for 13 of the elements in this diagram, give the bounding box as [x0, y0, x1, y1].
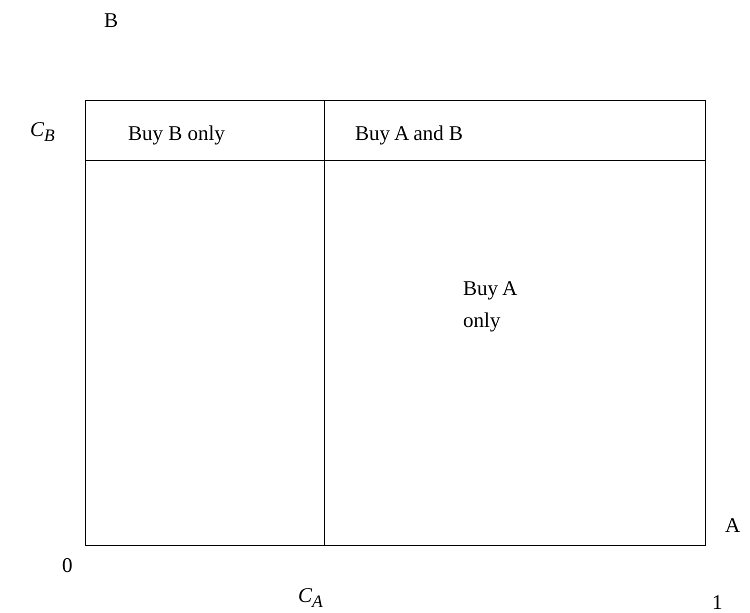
- region-label: Buy B only: [128, 120, 226, 147]
- threshold-label: C$_{B}$: [30, 117, 55, 146]
- region-label: Buy A only: [463, 275, 518, 334]
- region-box: [324, 100, 706, 161]
- region-label: Buy A and B: [355, 120, 464, 147]
- region-box: [85, 160, 325, 546]
- tick-label: 1: [712, 590, 722, 613]
- axis-label: B: [104, 8, 118, 33]
- threshold-label: C$_{A}$: [298, 583, 323, 612]
- axis-label: A: [725, 513, 740, 538]
- region-box: [85, 100, 325, 161]
- region-box: [324, 160, 706, 546]
- tick-label: 0: [62, 553, 72, 578]
